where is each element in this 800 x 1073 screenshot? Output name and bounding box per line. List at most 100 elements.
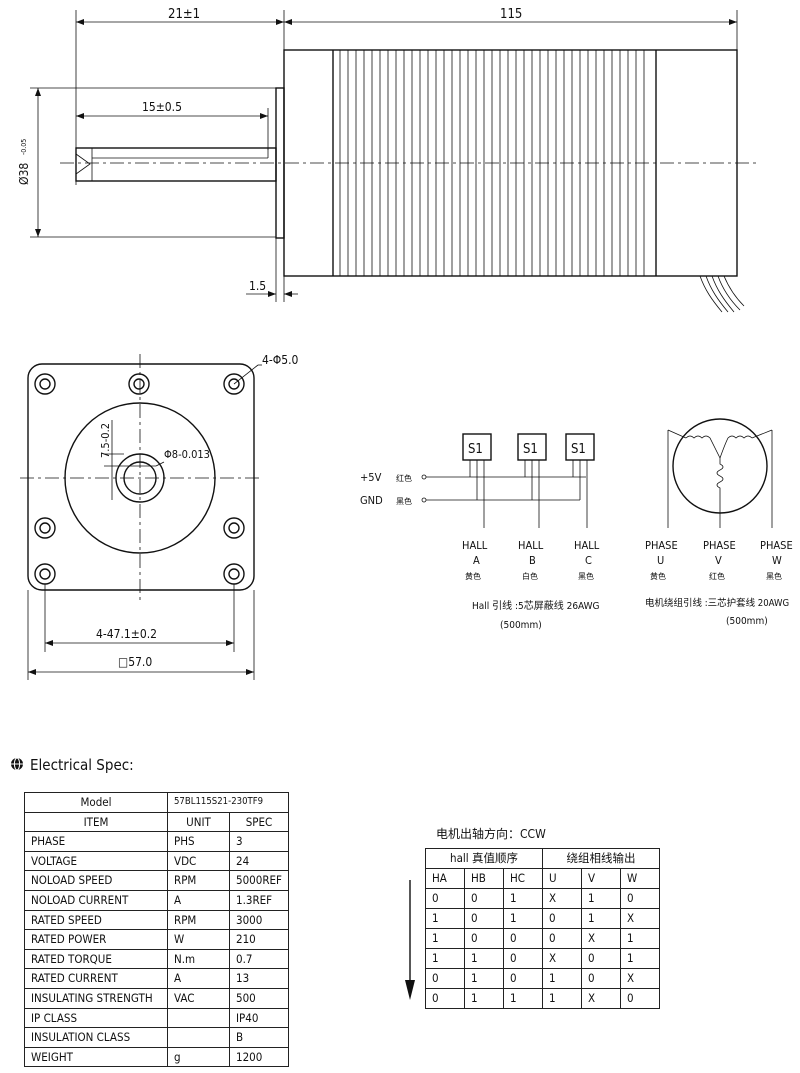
side-view: 21±1 115 15±0.5 Ø38 -0.05 <box>17 7 760 313</box>
seq-cell: 1 <box>503 908 543 929</box>
spec-value: 500 <box>229 987 289 1009</box>
spec-item: INSULATING STRENGTH <box>24 987 168 1009</box>
phase-diagram: PHASE U 黄色 PHASE V 红色 PHASE W 黑色 电机绕组引线 … <box>645 418 793 627</box>
hall-color-a: 黄色 <box>465 571 481 581</box>
spec-unit <box>167 1007 230 1029</box>
spec-value: 1200 <box>229 1046 289 1068</box>
spec-unit: RPM <box>167 870 230 891</box>
front-view: 4-Φ5.0 7.5-0.2 Φ8-0.013 4-47.1±0.2 □57.0 <box>20 353 299 680</box>
seq-cell: X <box>620 908 660 929</box>
label-pitch: 4-47.1±0.2 <box>96 627 157 641</box>
seq-header-cell: W <box>620 868 660 889</box>
seq-cell: 0 <box>503 968 543 989</box>
seq-cell: 0 <box>581 948 621 969</box>
spec-unit <box>167 1027 230 1048</box>
seq-cell: 1 <box>581 888 621 909</box>
spec-value: 3000 <box>229 909 289 931</box>
seq-header-cell: U <box>542 868 582 889</box>
seq-cell: X <box>620 968 660 989</box>
seq-header-cell: HC <box>503 868 543 889</box>
hall-name-b: HALL <box>518 539 544 552</box>
seq-cell: 1 <box>464 968 504 989</box>
spec-model-row: Model 57BL115S21-230TF9 <box>24 792 289 813</box>
seq-header-cell: V <box>581 868 621 889</box>
seq-cell: 0 <box>425 888 465 909</box>
spec-value: 0.7 <box>229 948 289 970</box>
seq-cell: 1 <box>464 948 504 969</box>
seq-cell: 1 <box>620 928 660 949</box>
seq-header-cell: HB <box>464 868 504 889</box>
model-value: 57BL115S21-230TF9 <box>167 792 289 813</box>
spec-unit: W <box>167 929 230 950</box>
label-gnd-color: 黑色 <box>396 496 412 506</box>
phase-color-w: 黑色 <box>766 571 782 581</box>
label-plus5v: +5V <box>360 471 382 484</box>
dim-body-length: 115 <box>500 7 522 22</box>
spec-header-spec: SPEC <box>229 811 289 833</box>
label-flat: 7.5-0.2 <box>99 423 112 458</box>
dim-diameter-tol: -0.05 <box>20 139 28 155</box>
phase-name-v: PHASE <box>703 539 736 552</box>
seq-cell: X <box>542 888 582 909</box>
label-shaft-dia: Φ8-0.013 <box>164 448 210 461</box>
hall-name-a: HALL <box>462 539 488 552</box>
seq-cell: 0 <box>464 908 504 929</box>
spec-item: WEIGHT <box>24 1046 168 1068</box>
spec-header-row: ITEM UNIT SPEC <box>24 811 289 833</box>
dim-flange: 1.5 <box>249 279 266 293</box>
electrical-spec-table: Model 57BL115S21-230TF9 ITEM UNIT SPEC P… <box>24 792 289 1068</box>
spec-unit: N.m <box>167 948 230 970</box>
phase-cable-len: (500mm) <box>726 616 768 627</box>
spec-header-unit: UNIT <box>167 811 230 833</box>
model-label: Model <box>24 792 168 813</box>
seq-cell: 1 <box>581 908 621 929</box>
spec-unit: RPM <box>167 909 230 931</box>
dim-diameter: Ø38 <box>17 163 31 185</box>
seq-cell: 0 <box>503 948 543 969</box>
seq-header-cell: HA <box>425 868 465 889</box>
hall-diagram: S1 S1 S1 +5V 红色 GND 黑色 HALL A 黄色 HALL B … <box>360 433 600 631</box>
seq-cell: 1 <box>620 948 660 969</box>
spec-unit: VAC <box>167 987 230 1009</box>
spec-value: 3 <box>229 831 289 852</box>
spec-unit: VDC <box>167 850 230 872</box>
spec-value: IP40 <box>229 1007 289 1029</box>
spec-item: PHASE <box>24 831 168 852</box>
label-holes: 4-Φ5.0 <box>262 353 299 367</box>
seq-group-row: hall 真值顺序 绕组相线输出 <box>425 848 660 869</box>
spec-row: INSULATION CLASS B <box>24 1027 289 1048</box>
phase-color-v: 红色 <box>709 571 725 581</box>
spec-unit: PHS <box>167 831 230 852</box>
spec-item: RATED CURRENT <box>24 968 168 989</box>
seq-cell: 1 <box>503 888 543 909</box>
spec-value: 13 <box>229 968 289 989</box>
hall-cable-len: (500mm) <box>500 620 542 631</box>
spec-value: B <box>229 1027 289 1048</box>
seq-cell: X <box>581 928 621 949</box>
phase-letter-w: W <box>772 554 782 567</box>
spec-unit: A <box>167 968 230 989</box>
globe-icon <box>10 756 24 774</box>
seq-cell: 1 <box>425 908 465 929</box>
spec-item: NOLOAD CURRENT <box>24 889 168 911</box>
spec-item: INSULATION CLASS <box>24 1027 168 1048</box>
seq-cell: 0 <box>620 988 660 1009</box>
phase-name-u: PHASE <box>645 539 678 552</box>
hall-color-b: 白色 <box>522 571 538 581</box>
seq-cell: 0 <box>620 888 660 909</box>
seq-cell: 1 <box>503 988 543 1009</box>
